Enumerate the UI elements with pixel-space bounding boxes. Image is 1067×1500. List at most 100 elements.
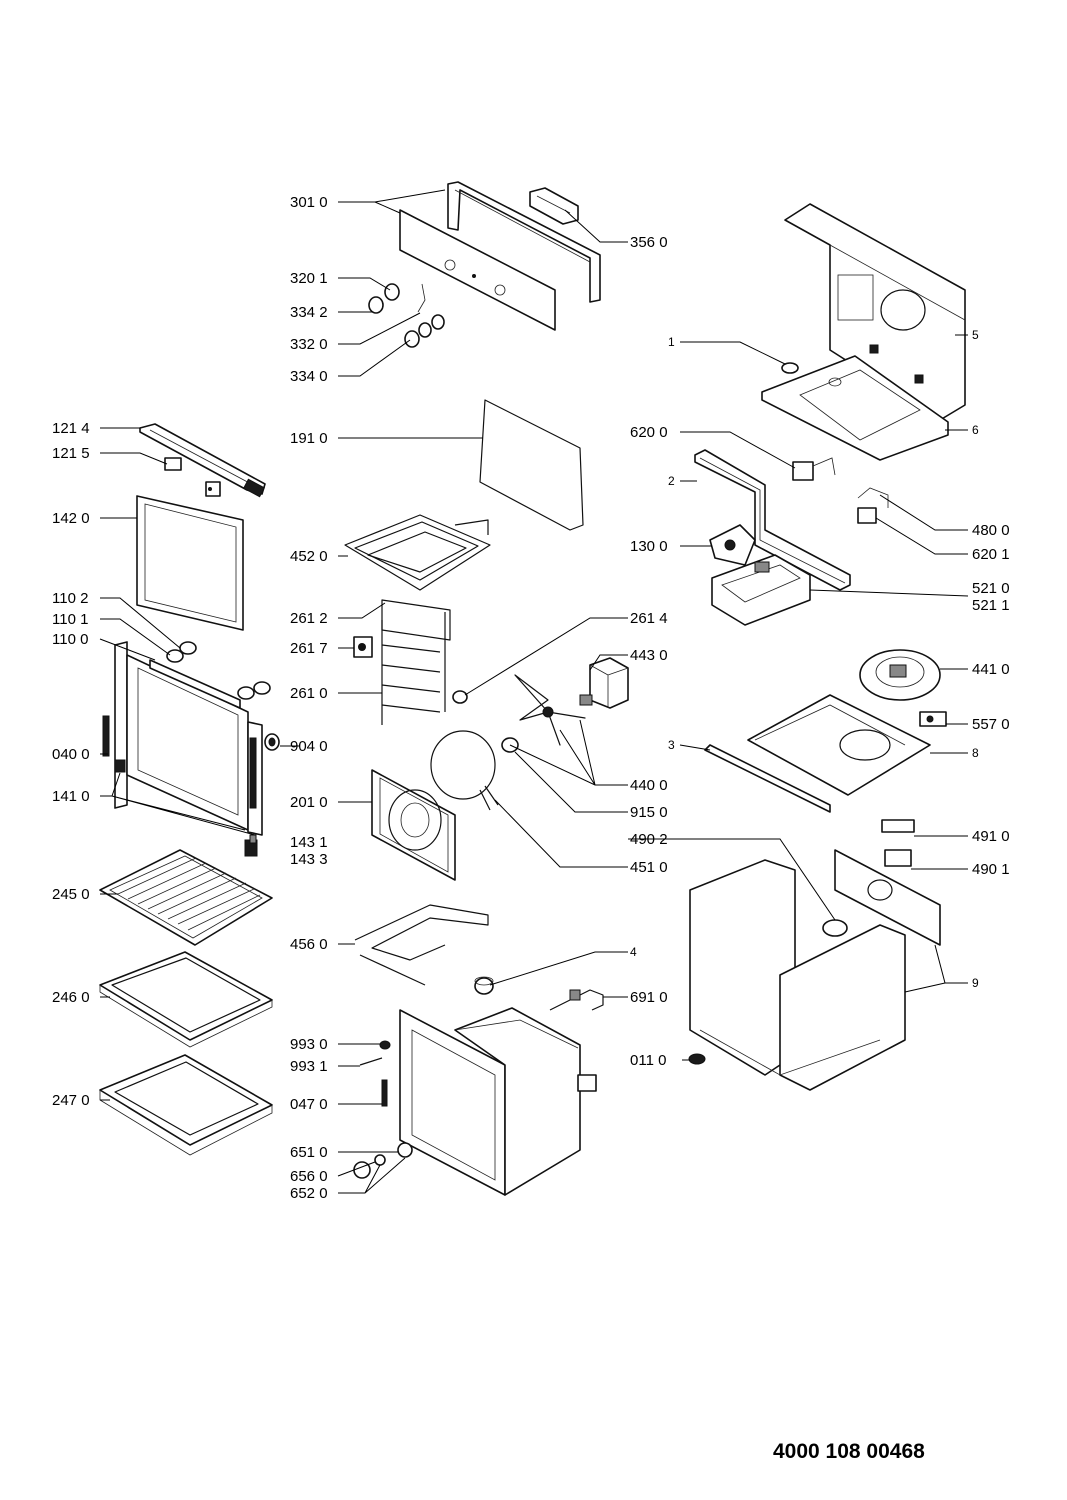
part-490-2 [822, 919, 848, 937]
label-047-0: 047 0 [290, 1096, 328, 1113]
part-door-seal [479, 399, 584, 531]
label-332-0: 332 0 [290, 336, 328, 353]
part-bushings [166, 641, 271, 700]
label-904-0: 904 0 [290, 738, 328, 755]
label-1: 1 [668, 335, 675, 349]
part-outer-casing [689, 849, 941, 1091]
label-356-0: 356 0 [630, 234, 668, 251]
label-246-0: 246 0 [52, 989, 90, 1006]
part-lamp [474, 976, 494, 995]
label-301-0: 301 0 [290, 194, 328, 211]
part-grommet [781, 362, 799, 374]
leader-lines [99, 189, 969, 1194]
part-557 [919, 711, 947, 727]
label-452-0: 452 0 [290, 548, 328, 565]
label-441-0: 441 0 [972, 661, 1010, 678]
label-121-5: 121 5 [52, 445, 90, 462]
part-993-047 [359, 1040, 391, 1107]
label-3: 3 [668, 738, 675, 752]
label-143-1: 143 1 [290, 834, 328, 851]
label-201-0: 201 0 [290, 794, 328, 811]
label-8: 8 [972, 746, 979, 760]
part-labels: 301 0 356 0 320 1 334 2 332 0 334 0 121 … [52, 194, 1010, 1202]
part-grill-element [344, 514, 491, 591]
part-fan-motor [579, 657, 629, 709]
part-knobs [368, 283, 445, 348]
label-121-4: 121 4 [52, 420, 90, 437]
label-320-1: 320 1 [290, 270, 328, 287]
label-142-0: 142 0 [52, 510, 90, 527]
part-130 [709, 524, 756, 566]
part-door-clips [164, 457, 221, 497]
label-451-0: 451 0 [630, 859, 668, 876]
label-141-0: 141 0 [52, 788, 90, 805]
label-110-1: 110 1 [52, 611, 88, 628]
label-557-0: 557 0 [972, 716, 1010, 733]
label-130-0: 130 0 [630, 538, 668, 555]
part-261-4 [452, 690, 468, 704]
label-5: 5 [972, 328, 979, 342]
label-691-0: 691 0 [630, 989, 668, 1006]
label-651-0: 651 0 [290, 1144, 328, 1161]
label-993-1: 993 1 [290, 1058, 328, 1075]
label-521-1: 521 1 [972, 597, 1010, 614]
part-691 [549, 989, 604, 1011]
label-143-3: 143 3 [290, 851, 328, 868]
part-lower-element [354, 904, 489, 986]
label-456-0: 456 0 [290, 936, 328, 953]
part-deep-tray [99, 1054, 273, 1156]
label-334-2: 334 2 [290, 304, 328, 321]
part-outer-door [102, 641, 263, 836]
label-521-0: 521 0 [972, 580, 1010, 597]
label-261-2: 261 2 [290, 610, 328, 627]
label-011-0: 011 0 [630, 1052, 666, 1069]
part-top-cover [761, 355, 949, 461]
label-6: 6 [972, 423, 979, 437]
label-2: 2 [668, 474, 675, 488]
label-491-0: 491 0 [972, 828, 1010, 845]
part-electronics-board [711, 554, 811, 626]
part-display-frame [529, 187, 579, 225]
label-4: 4 [630, 945, 637, 959]
label-993-0: 993 0 [290, 1036, 328, 1053]
document-number: 4000 108 00468 [773, 1440, 925, 1463]
part-bracket [694, 449, 851, 591]
part-491-490 [881, 819, 915, 867]
part-baking-tray [99, 951, 273, 1048]
label-652-0: 652 0 [290, 1185, 328, 1202]
part-rear-panel [784, 203, 966, 421]
label-9: 9 [972, 976, 979, 990]
part-base-plate [704, 694, 931, 813]
label-490-2: 490 2 [630, 831, 668, 848]
label-443-0: 443 0 [630, 647, 668, 664]
part-hinges [244, 834, 258, 857]
part-011 [688, 1053, 706, 1065]
label-245-0: 245 0 [52, 886, 90, 903]
label-191-0: 191 0 [290, 430, 328, 447]
label-656-0: 656 0 [290, 1168, 328, 1185]
label-915-0: 915 0 [630, 804, 668, 821]
part-rear-cover [371, 769, 456, 881]
part-oven-cavity [399, 1007, 597, 1196]
label-334-0: 334 0 [290, 368, 328, 385]
label-261-4: 261 4 [630, 610, 668, 627]
label-490-1: 490 1 [972, 861, 1010, 878]
part-lamp-knobs [353, 1142, 413, 1179]
part-wire-shelf [99, 849, 273, 946]
label-620-1: 620 1 [972, 546, 1010, 563]
label-261-0: 261 0 [290, 685, 328, 702]
label-261-7: 261 7 [290, 640, 328, 657]
part-door-top-profile [139, 423, 266, 498]
part-control-panel [399, 181, 601, 331]
part-fan [514, 674, 586, 746]
label-247-0: 247 0 [52, 1092, 90, 1109]
label-110-2: 110 2 [52, 590, 88, 607]
part-switch-cable [857, 487, 889, 524]
label-480-0: 480 0 [972, 522, 1010, 539]
part-inner-glass [136, 495, 244, 631]
label-620-0: 620 0 [630, 424, 668, 441]
label-110-0: 110 0 [52, 631, 88, 648]
label-440-0: 440 0 [630, 777, 668, 794]
part-thermostat [792, 457, 836, 481]
